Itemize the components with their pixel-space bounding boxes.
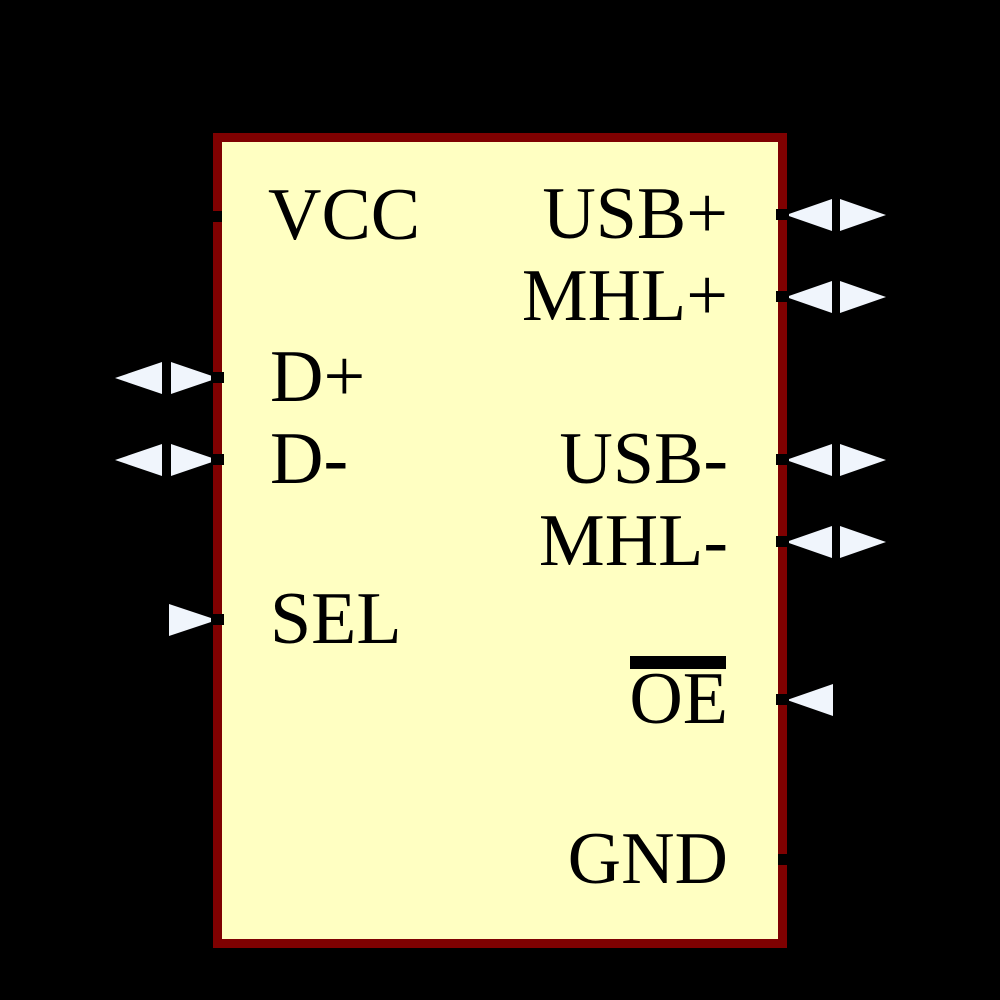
pin-sel-stub[interactable] (211, 614, 224, 625)
pin-oe-stub[interactable] (776, 694, 789, 705)
pin-label-usbminus: USB- (559, 418, 728, 500)
pin-mhlplus-stub[interactable] (776, 291, 789, 302)
pin-label-mhlplus: MHL+ (521, 255, 728, 337)
pin-usbplus-bidirectional-arrow-icon[interactable] (786, 198, 886, 232)
pin-dplus-stub[interactable] (211, 372, 224, 383)
pin-mhlminus-stub[interactable] (776, 536, 789, 547)
pin-label-oe: OE (629, 658, 728, 740)
pin-usbminus-stub[interactable] (776, 454, 789, 465)
pin-label-usbplus: USB+ (542, 173, 728, 255)
pin-label-dminus: D- (270, 418, 349, 500)
pin-dminus-stub[interactable] (211, 454, 224, 465)
pin-dminus-bidirectional-arrow-icon[interactable] (115, 443, 218, 477)
pin-vcc-stub[interactable] (204, 211, 222, 222)
oe-overline (630, 656, 726, 669)
pin-dplus-bidirectional-arrow-icon[interactable] (115, 361, 218, 395)
pin-mhlminus-bidirectional-arrow-icon[interactable] (786, 525, 886, 559)
pin-sel-input-arrow-icon[interactable] (169, 604, 217, 636)
pin-label-sel: SEL (270, 578, 402, 660)
pin-mhlplus-bidirectional-arrow-icon[interactable] (786, 280, 886, 314)
pin-label-gnd: GND (567, 818, 728, 900)
component-body[interactable] (213, 133, 787, 948)
pin-label-dplus: D+ (270, 336, 366, 418)
pin-oe-input-arrow-icon[interactable] (787, 684, 833, 716)
pin-label-mhlminus: MHL- (538, 500, 728, 582)
pin-usbminus-bidirectional-arrow-icon[interactable] (786, 443, 886, 477)
pin-label-vcc: VCC (268, 174, 421, 256)
pin-usbplus-stub[interactable] (776, 209, 789, 220)
pin-gnd-stub[interactable] (778, 854, 798, 865)
